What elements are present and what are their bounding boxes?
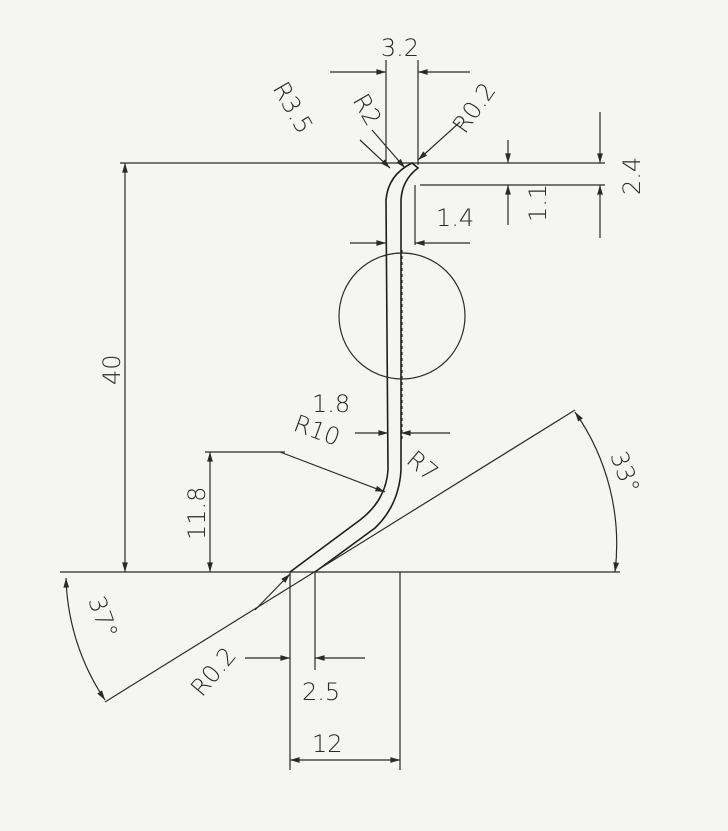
dim-radius-bend-inner: R7 (401, 445, 443, 487)
dim-top-offset-height: 1.1 (524, 184, 552, 222)
dim-bottom-width: 2.5 (302, 678, 340, 706)
dim-overall-width: 12 (312, 730, 343, 758)
dim-top-width: 3.2 (381, 34, 419, 62)
angle-line (104, 409, 576, 703)
reference-circle (338, 252, 466, 380)
dim-left-angle: 37° (82, 592, 123, 642)
dim-radius-tip-top: R0.2 (447, 77, 501, 138)
part-profile (289, 162, 420, 573)
dim-radius-outer-top: R3.5 (267, 77, 319, 138)
dim-radius-inner-top: R2 (347, 89, 387, 131)
dim-overall-height: 40 (98, 354, 126, 385)
dim-bend-height: 11.8 (183, 487, 211, 540)
dim-radius-tip-bottom: R0.2 (185, 642, 242, 702)
dim-top-offset-width: 1.4 (436, 204, 474, 232)
dim-wall-thickness: 1.8 (312, 390, 350, 418)
dim-top-height: 2.4 (618, 157, 646, 195)
